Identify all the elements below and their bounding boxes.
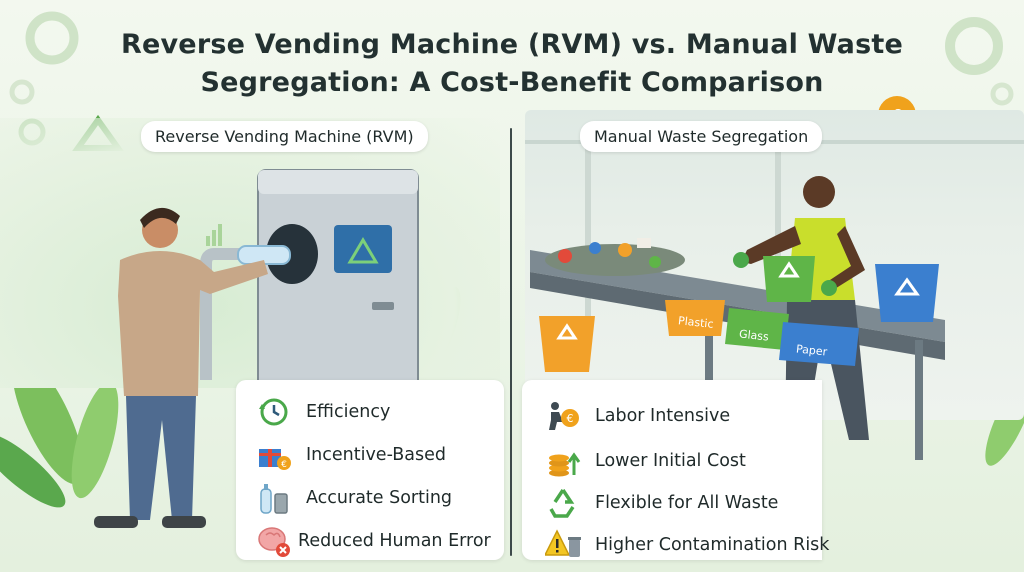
svg-text:€: € (281, 460, 287, 470)
manual-item-label: Lower Initial Cost (595, 451, 746, 471)
manual-item-label: Labor Intensive (595, 406, 731, 426)
rvm-item-efficiency: Efficiency (256, 394, 390, 430)
manual-item-label: Flexible for All Waste (595, 493, 779, 513)
rvm-screen (334, 225, 392, 273)
bin-plastic (665, 300, 725, 336)
manual-item-contamination: Higher Contamination Risk (545, 527, 829, 563)
page-title: Reverse Vending Machine (RVM) vs. Manual… (0, 26, 1024, 102)
manual-item-label: Higher Contamination Risk (595, 535, 830, 555)
rvm-item-label: Incentive-Based (306, 445, 446, 465)
bin-glass (725, 308, 789, 350)
bin-green-top (763, 256, 815, 302)
clock-cycle-icon (259, 398, 288, 426)
manual-item-lower-cost: Lower Initial Cost (545, 443, 746, 479)
gear-icon (25, 11, 79, 65)
rvm-item-incentive: € Incentive-Based (256, 437, 446, 473)
rvm-section-label: Reverse Vending Machine (RVM) (141, 121, 428, 152)
bar-chart-icon (206, 224, 222, 246)
brain-x-icon (258, 527, 290, 557)
warning-bin-icon (545, 529, 581, 557)
gear-icon (9, 79, 35, 105)
gear-icon (990, 82, 1014, 106)
coin-stack-arrow-icon (549, 452, 581, 477)
bin-orange (539, 316, 595, 372)
rvm-bottle-slot (266, 224, 318, 284)
rvm-item-label: Efficiency (306, 402, 391, 422)
rvm-item-accurate-sorting: Accurate Sorting (256, 480, 452, 516)
bottle-can-icon (260, 484, 288, 514)
bin-blue-top (875, 264, 939, 322)
manual-section-label: Manual Waste Segregation (580, 121, 823, 152)
manual-item-labor: € Labor Intensive (545, 398, 730, 434)
worker-coin-icon: € (549, 402, 579, 430)
gift-coin-icon: € (259, 449, 291, 470)
rvm-item-reduced-error: Reduced Human Error (256, 523, 491, 559)
bin-paper (779, 322, 859, 366)
center-divider (510, 128, 512, 556)
rvm-item-label: Reduced Human Error (298, 531, 491, 551)
person-figure (94, 207, 268, 528)
title-line-1: Reverse Vending Machine (RVM) vs. Manual… (121, 29, 903, 60)
recycle-icon (549, 489, 575, 518)
title-line-2: Segregation: A Cost-Benefit Comparison (200, 67, 824, 98)
waste-pile (545, 238, 685, 276)
manual-item-flexible: Flexible for All Waste (545, 485, 778, 521)
rvm-item-label: Accurate Sorting (306, 488, 453, 508)
svg-text:€: € (567, 412, 574, 425)
gear-icon (945, 17, 1003, 75)
